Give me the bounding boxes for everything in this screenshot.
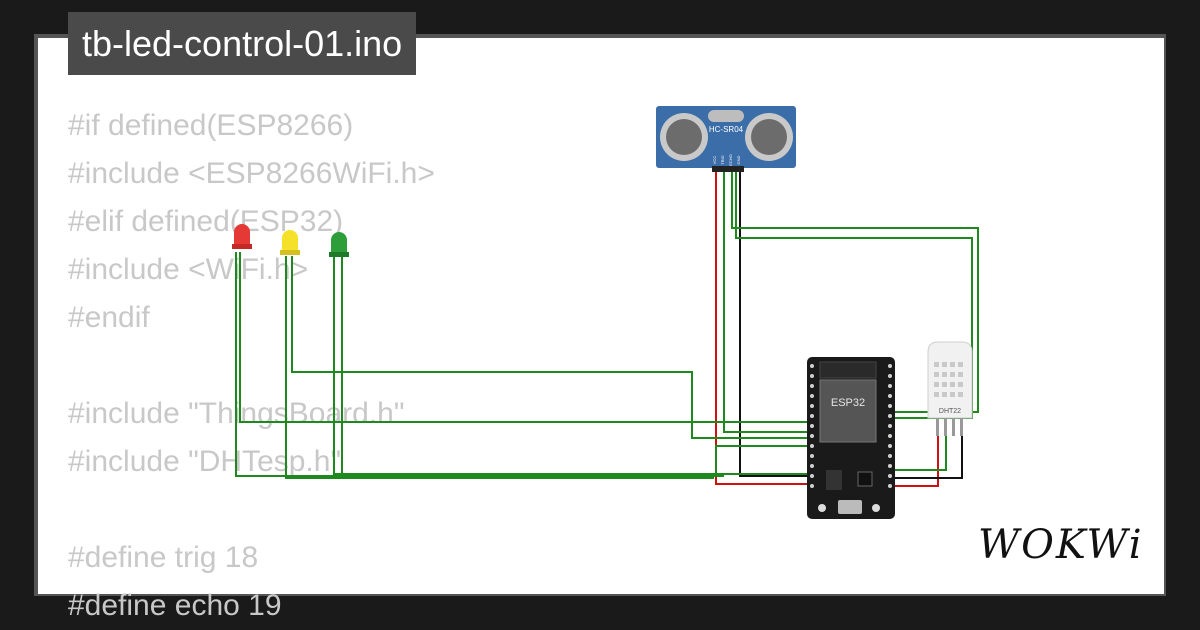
wires bbox=[235, 170, 979, 487]
esp32-board: ESP32 bbox=[807, 357, 895, 519]
code-line: #include "ThingsBoard.h" bbox=[68, 397, 405, 430]
code-line: #endif bbox=[68, 301, 150, 334]
wire-led-green bbox=[341, 256, 808, 477]
led-red bbox=[232, 224, 252, 249]
wokwi-logo: WOKWi bbox=[978, 522, 1144, 568]
wire-dht-gnd bbox=[888, 436, 963, 479]
esp32-label: ESP32 bbox=[831, 397, 865, 409]
code-line: #define trig 18 bbox=[68, 541, 259, 574]
wire-led-red bbox=[239, 252, 808, 423]
code-line: #if defined(ESP8266) bbox=[68, 109, 354, 142]
project-title: tb-led-control-01.ino bbox=[68, 12, 417, 75]
pin-label: ECHO bbox=[728, 154, 733, 166]
wire-led-yellow-gnd bbox=[285, 256, 714, 479]
pin-label: TRIG bbox=[720, 155, 725, 165]
ultrasonic-sensor: HC-SR04 VCC TRIG ECHO GND bbox=[656, 106, 796, 172]
wire-dht-power bbox=[888, 436, 939, 487]
code-line: #include <ESP8266WiFi.h> bbox=[68, 157, 435, 190]
code-line: #include <WiFi.h> bbox=[68, 253, 309, 286]
code-line: #include "DHTesp.h" bbox=[68, 445, 342, 478]
code-line: #define echo 19 bbox=[68, 589, 282, 622]
wire-ground bbox=[739, 170, 808, 477]
wire-led-red-gnd bbox=[235, 252, 724, 477]
pin-label: VCC bbox=[712, 156, 717, 165]
dht22-sensor: DHT22 bbox=[927, 341, 973, 436]
pin-label: GND bbox=[736, 155, 741, 164]
wire-trig bbox=[723, 170, 808, 433]
ultrasonic-label: HC-SR04 bbox=[709, 125, 744, 134]
led-yellow bbox=[280, 230, 300, 255]
dht22-label: DHT22 bbox=[939, 408, 961, 415]
wire-dht-data bbox=[888, 436, 947, 471]
simulation-canvas bbox=[38, 38, 1164, 594]
wire-power bbox=[715, 170, 808, 485]
wire-led-green-gnd bbox=[333, 256, 808, 475]
wire-led-yellow bbox=[291, 256, 808, 439]
led-green bbox=[329, 232, 349, 257]
